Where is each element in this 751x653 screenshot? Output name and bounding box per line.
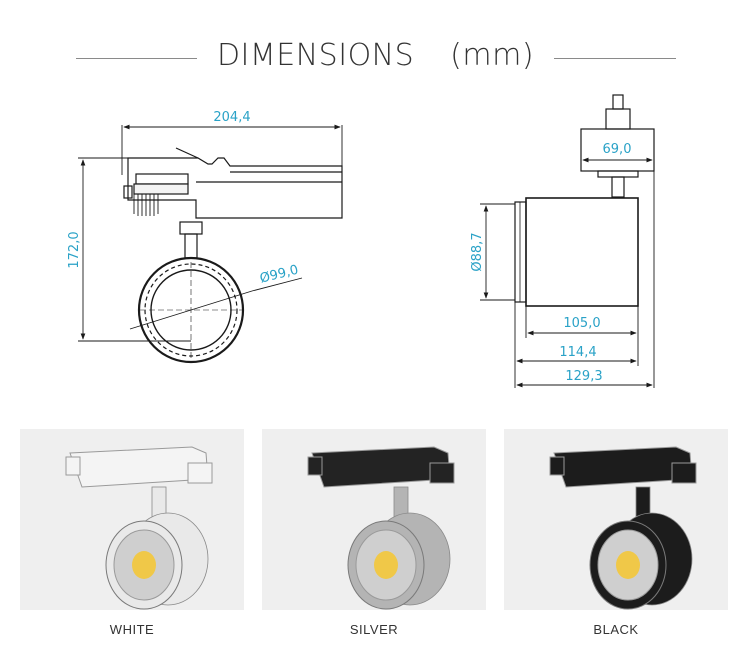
front-adapter-outline xyxy=(127,157,343,219)
front-stem-top xyxy=(179,221,203,235)
title-rule-right xyxy=(520,58,676,59)
front-lever xyxy=(175,147,199,159)
caption-white: WHITE xyxy=(109,622,155,637)
side-view xyxy=(514,94,655,307)
lamp-adapter-connector xyxy=(429,462,455,484)
side-front-ring xyxy=(514,201,527,303)
front-contacts xyxy=(133,194,159,216)
lamp-adapter-connector xyxy=(187,462,213,484)
photo-black xyxy=(504,429,728,610)
technical-drawing: 204,4 172,0 Ø99,0 69,0 Ø88,7 105,0 114,4… xyxy=(67,94,655,388)
side-body xyxy=(525,197,639,307)
lamp-cob-chip xyxy=(132,551,156,579)
lamp-adapter xyxy=(553,446,693,488)
front-dimensions xyxy=(78,124,343,342)
front-contact-teeth xyxy=(133,183,189,195)
lamp-cob-chip xyxy=(374,551,398,579)
caption-silver: SILVER xyxy=(349,622,399,637)
width-label: 204,4 xyxy=(213,110,250,125)
title-unit: (mm) xyxy=(440,38,545,73)
total-length-label: 129,3 xyxy=(565,369,602,384)
side-contact-block xyxy=(605,108,631,130)
diameter-front-label: Ø99,0 xyxy=(258,263,300,287)
caption-black: BLACK xyxy=(593,622,639,637)
diameter-side-label: Ø88,7 xyxy=(470,232,485,271)
photo-silver xyxy=(262,429,486,610)
front-contact-block xyxy=(135,173,189,185)
mid-length-label: 114,4 xyxy=(559,345,596,360)
height-label: 172,0 xyxy=(67,231,82,268)
lamp-adapter xyxy=(311,446,451,488)
front-clip xyxy=(123,185,133,199)
diameter-leader xyxy=(251,277,303,292)
lamp-adapter-cap xyxy=(307,456,323,476)
lamp-illustration-black xyxy=(549,446,697,610)
side-stem xyxy=(611,176,625,198)
side-dimensions xyxy=(480,157,655,388)
title-label: DIMENSIONS xyxy=(206,38,425,73)
lamp-adapter-cap xyxy=(549,456,565,476)
title-rule-left xyxy=(76,58,236,59)
lamp-illustration-white xyxy=(65,446,213,610)
side-lever xyxy=(612,94,624,110)
lamp-adapter-connector xyxy=(671,462,697,484)
page-title: DIMENSIONS (mm) xyxy=(0,38,751,73)
front-view xyxy=(123,147,343,364)
front-stem xyxy=(184,233,198,259)
dimensions-header: DIMENSIONS (mm) xyxy=(0,36,751,80)
rail-width-label: 69,0 xyxy=(603,142,632,157)
body-length-label: 105,0 xyxy=(563,316,600,331)
side-neck xyxy=(597,170,639,178)
lamp-adapter-cap xyxy=(65,456,81,476)
lamp-illustration-silver xyxy=(307,446,455,610)
front-lamp-ring-outer xyxy=(137,256,245,364)
lamp-cob-chip xyxy=(616,551,640,579)
photo-white xyxy=(20,429,244,610)
lamp-adapter xyxy=(69,446,209,488)
